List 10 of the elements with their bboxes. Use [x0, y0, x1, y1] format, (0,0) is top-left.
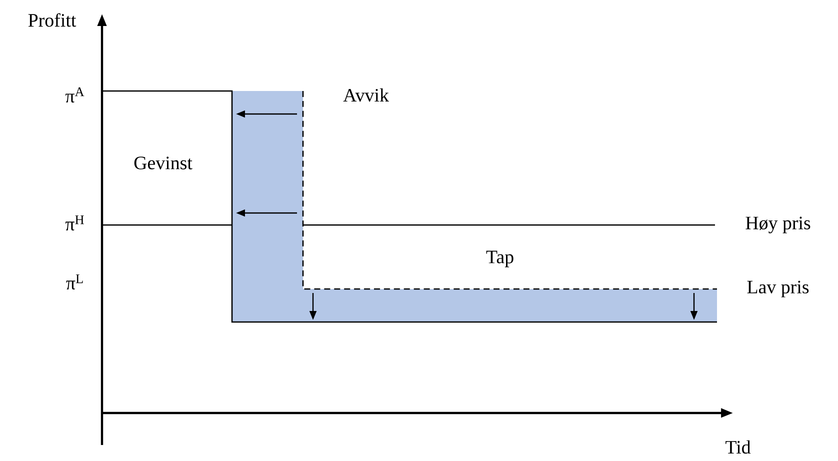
area-label: Gevinst: [134, 156, 192, 170]
level-label: π$^{H}$: [65, 215, 84, 231]
area-label: Tap: [486, 250, 514, 268]
level-label: π$^{A}$: [65, 87, 84, 103]
axis-label: Profitt: [28, 13, 76, 27]
axis-label: Tid: [726, 440, 751, 454]
line-label: Lav pris: [747, 280, 809, 298]
line-label: Høy pris: [746, 216, 810, 234]
level-label: π$^{L}$: [66, 274, 83, 290]
area-label: Avvik: [343, 88, 389, 102]
